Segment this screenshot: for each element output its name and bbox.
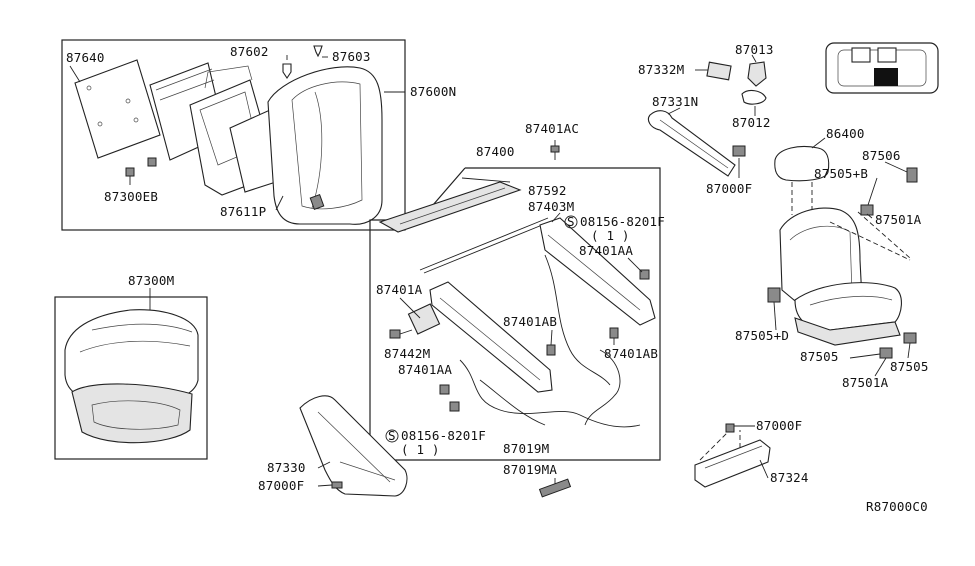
rail-right[interactable] — [539, 217, 656, 326]
bolt-87401AC[interactable] — [550, 145, 560, 153]
label-87300EB: 87300EB — [104, 189, 158, 204]
side-finisher-group: 87330 87000F — [258, 395, 408, 497]
clip-87602[interactable] — [282, 63, 292, 79]
bolt-87401AA-left[interactable] — [439, 384, 460, 412]
label-87000F-right: 87000F — [756, 418, 802, 433]
label-87013: 87013 — [735, 42, 774, 57]
label-87501A-top: 87501A — [875, 212, 922, 227]
seatback-box — [61, 39, 406, 231]
label-87505-left: 87505 — [800, 349, 839, 364]
screw-87000F-left[interactable] — [331, 481, 343, 489]
label-87505B: 87505+B — [814, 166, 868, 181]
label-87401AA-left: 87401AA — [398, 362, 452, 377]
label-87331N: 87331N — [652, 94, 698, 109]
seat-base-complete[interactable] — [794, 317, 901, 346]
motor-87442M[interactable] — [407, 303, 441, 335]
cushion-frame[interactable] — [71, 383, 193, 444]
label-87611P: 87611P — [220, 204, 266, 219]
label-87442M: 87442M — [384, 346, 430, 361]
screw-87300EB[interactable] — [125, 167, 135, 177]
back-board-87640[interactable] — [74, 59, 161, 159]
label-08156-bottom: 08156-8201F — [401, 428, 486, 443]
clip-87019MA[interactable] — [538, 478, 572, 498]
knob-87013[interactable] — [747, 61, 767, 87]
bolt-87401AB-mid[interactable] — [546, 344, 556, 356]
car-seat-location-icon — [825, 42, 939, 94]
svg-text:S: S — [388, 428, 396, 443]
label-87505-right: 87505 — [890, 359, 929, 374]
label-87401AA-top: 87401AA — [579, 243, 633, 258]
label-87592: 87592 — [528, 183, 567, 198]
label-87501A-bottom: 87501A — [842, 375, 889, 390]
label-08156-bottom-qty: ( 1 ) — [401, 442, 440, 457]
label-87602: 87602 — [230, 44, 269, 59]
label-08156-top-qty: ( 1 ) — [591, 228, 630, 243]
bolt-87401A[interactable] — [389, 329, 413, 339]
label-86400: 86400 — [826, 126, 865, 141]
label-87401AB-right: 87401AB — [604, 346, 658, 361]
label-87019M: 87019M — [503, 441, 549, 456]
label-87600N: 87600N — [410, 84, 456, 99]
label-87603: 87603 — [332, 49, 371, 64]
knob-87332M[interactable] — [706, 61, 732, 81]
knob-87505-right[interactable] — [903, 332, 917, 344]
seatback-cover[interactable] — [267, 66, 383, 225]
label-87324: 87324 — [770, 470, 809, 485]
label-87012: 87012 — [732, 115, 771, 130]
bolt-87401AB-right[interactable] — [609, 327, 619, 339]
label-87505D: 87505+D — [735, 328, 789, 343]
cushion-box — [54, 296, 208, 460]
trim-87331N[interactable] — [647, 110, 736, 177]
bolt-87401AA-top[interactable] — [639, 269, 650, 280]
knob-87505-left[interactable] — [879, 347, 893, 359]
screw-symbol-bottom: S — [385, 428, 399, 443]
label-87640: 87640 — [66, 50, 105, 65]
headrest-86400[interactable] — [774, 145, 830, 182]
label-08156-top: 08156-8201F — [580, 214, 665, 229]
label-87330: 87330 — [267, 460, 306, 475]
label-87403M: 87403M — [528, 199, 574, 214]
screw-87000F-right[interactable] — [725, 423, 735, 433]
label-87300M: 87300M — [128, 273, 174, 288]
lever-87505D[interactable] — [767, 287, 781, 303]
screw-symbol-top: S — [564, 214, 578, 229]
label-87506: 87506 — [862, 148, 901, 163]
knob-87505B[interactable] — [860, 204, 874, 216]
diagram-code: R87000C0 — [866, 499, 928, 514]
label-87400: 87400 — [476, 144, 515, 159]
complete-seat-group: 86400 87506 87505+B 87501A 87505+D 87505… — [735, 126, 929, 390]
svg-text:S: S — [567, 214, 575, 229]
label-87019MA: 87019MA — [503, 462, 557, 477]
seatback-group: 87640 87602 87603 87600N 87300EB 87611P — [61, 39, 456, 231]
screw-87000F-mid[interactable] — [732, 145, 746, 157]
label-87401A: 87401A — [376, 282, 423, 297]
side-finisher-87330[interactable] — [299, 395, 408, 497]
knob-87012[interactable] — [741, 89, 767, 105]
clip-87603[interactable] — [313, 45, 323, 58]
trim-87324[interactable] — [694, 439, 771, 488]
label-87332M: 87332M — [638, 62, 684, 77]
label-87401AC: 87401AC — [525, 121, 579, 136]
track-group: 87401AC 87400 87592 87403M S 08156-8201F… — [369, 121, 665, 498]
trim-group: 87332M 87013 87012 87331N 87000F — [638, 42, 774, 196]
bottom-right-group: 87000F 87324 — [694, 418, 809, 488]
label-87000F-left: 87000F — [258, 478, 304, 493]
label-87401AB-mid: 87401AB — [503, 314, 557, 329]
label-87000F-mid: 87000F — [706, 181, 752, 196]
screw-87506[interactable] — [906, 167, 918, 183]
cushion-group: 87300M — [54, 273, 208, 460]
